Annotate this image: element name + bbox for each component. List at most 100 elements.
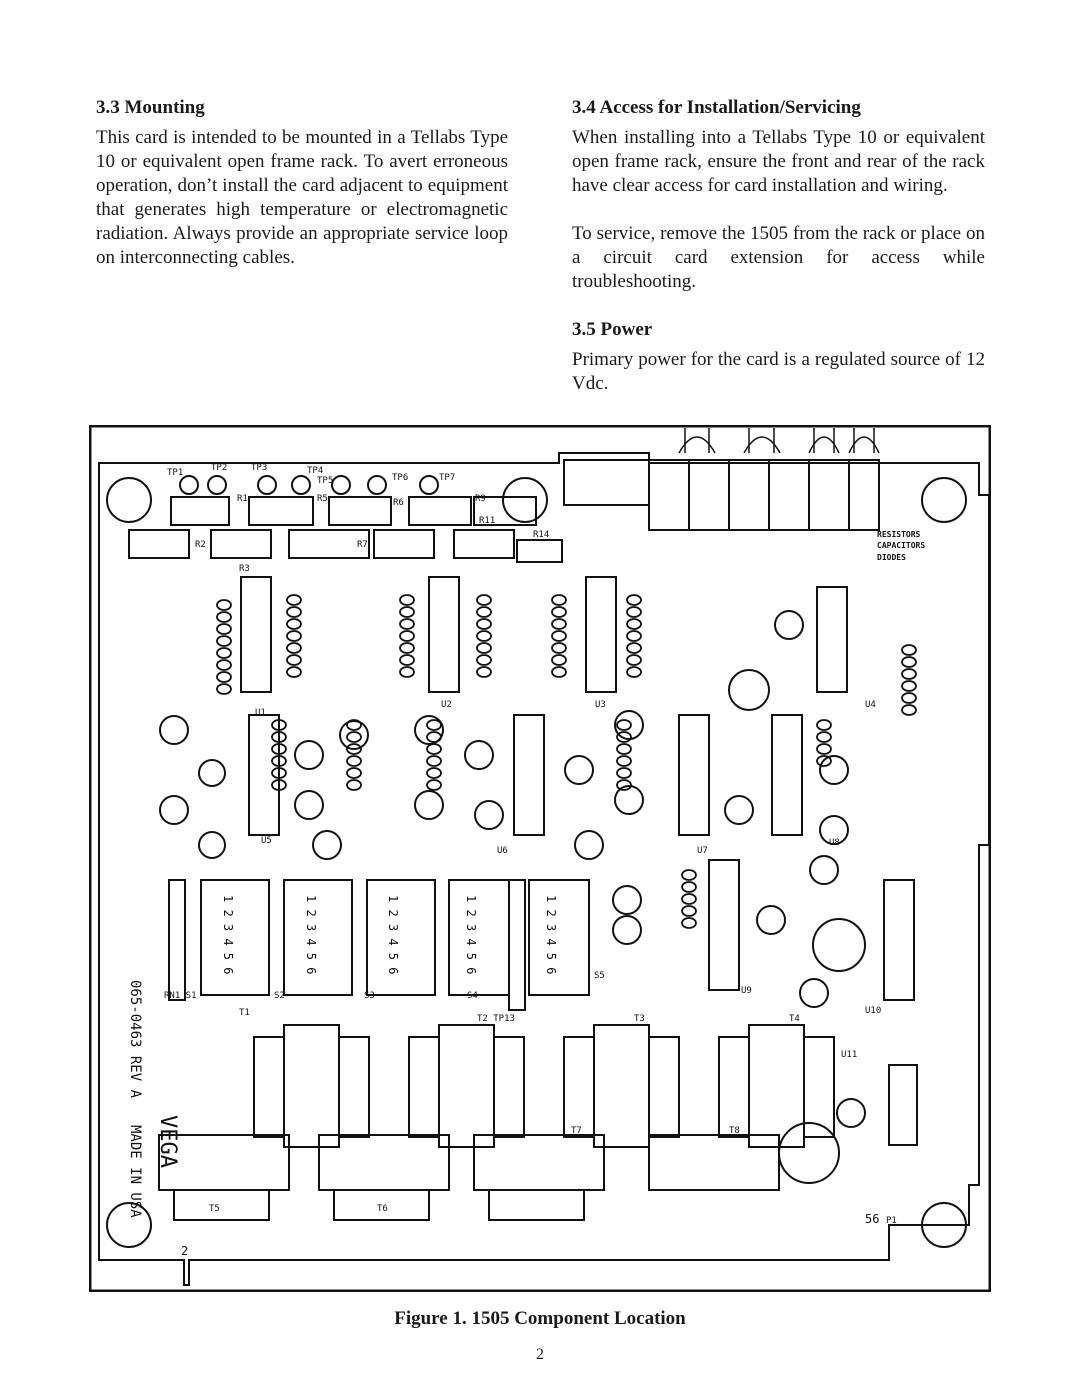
resistor-pad — [426, 767, 442, 779]
svg-text:T3: T3 — [634, 1014, 645, 1024]
resistor-pad — [681, 917, 697, 929]
power-paragraph: Primary power for the card is a regulate… — [572, 349, 985, 394]
section-heading-mounting: 3.3 Mounting — [96, 97, 205, 118]
legend-diodes: DIODES — [877, 553, 906, 562]
section-heading-access: 3.4 Access for Installation/Servicing — [572, 97, 861, 118]
resistor-pad — [426, 719, 442, 731]
svg-text:R3: R3 — [239, 564, 250, 574]
resistor-pad — [816, 731, 832, 743]
svg-text:T4: T4 — [789, 1014, 800, 1024]
resistor-pad — [271, 743, 287, 755]
board-marking-rev: 065-0463 REV A — [127, 980, 143, 1099]
resistor-pad — [901, 692, 917, 704]
resistor-pad — [399, 606, 415, 618]
svg-text:U8: U8 — [829, 838, 840, 848]
svg-text:U4: U4 — [865, 700, 876, 710]
board-marking-origin: MADE IN USA — [127, 1125, 143, 1218]
resistor-pad — [681, 881, 697, 893]
resistor-pad — [616, 767, 632, 779]
resistor-pad — [216, 659, 232, 671]
resistor-pad — [816, 755, 832, 767]
resistor-pad — [216, 647, 232, 659]
resistor-pad — [616, 719, 632, 731]
svg-text:R14: R14 — [533, 530, 549, 540]
svg-text:S4: S4 — [467, 991, 478, 1001]
svg-text:TP5: TP5 — [317, 476, 333, 486]
section-heading-power: 3.5 Power — [572, 319, 653, 340]
resistor-pad — [426, 779, 442, 791]
resistor-pad — [901, 704, 917, 716]
resistor-pad — [626, 606, 642, 618]
svg-text:R9: R9 — [475, 494, 486, 504]
resistor-pad — [476, 630, 492, 642]
svg-text:U10: U10 — [865, 1006, 881, 1016]
resistor-pad — [286, 594, 302, 606]
resistor-pad — [476, 666, 492, 678]
svg-text:R2: R2 — [195, 540, 206, 550]
legend-capacitors: CAPACITORS — [877, 541, 925, 550]
resistor-pad — [216, 683, 232, 695]
switch-position-numbers: 1 2 3 4 5 6 — [386, 895, 400, 974]
legend-resistors: RESISTORS — [877, 530, 921, 539]
resistor-pad — [346, 767, 362, 779]
resistor-pad — [399, 630, 415, 642]
resistor-pad — [399, 666, 415, 678]
resistor-pad — [681, 893, 697, 905]
edge-label-56: 56 — [865, 1212, 879, 1226]
resistor-pad — [616, 743, 632, 755]
svg-text:S5: S5 — [594, 971, 605, 981]
resistor-pad — [426, 755, 442, 767]
resistor-pad — [816, 719, 832, 731]
svg-text:TP6: TP6 — [392, 473, 408, 483]
resistor-pad — [399, 654, 415, 666]
svg-text:U3: U3 — [595, 700, 606, 710]
resistor-pad — [476, 654, 492, 666]
resistor-pad — [616, 755, 632, 767]
resistor-pad — [551, 642, 567, 654]
svg-text:T8: T8 — [729, 1126, 740, 1136]
resistor-pad — [271, 719, 287, 731]
resistor-pad — [271, 779, 287, 791]
svg-text:RN1 S1: RN1 S1 — [164, 991, 197, 1001]
switch-position-numbers: 1 2 3 4 5 6 — [464, 895, 478, 974]
resistor-pad — [616, 731, 632, 743]
resistor-pad — [216, 599, 232, 611]
resistor-pad — [346, 743, 362, 755]
resistor-pad — [551, 618, 567, 630]
resistor-pad — [476, 606, 492, 618]
svg-text:T2 TP13: T2 TP13 — [477, 1014, 515, 1024]
resistor-pad — [286, 642, 302, 654]
resistor-pad — [399, 642, 415, 654]
svg-text:R1: R1 — [237, 494, 248, 504]
resistor-pad — [426, 743, 442, 755]
resistor-pad — [626, 642, 642, 654]
svg-text:TP1: TP1 — [167, 468, 183, 478]
svg-text:U2: U2 — [441, 700, 452, 710]
resistor-pad — [626, 594, 642, 606]
svg-text:TP7: TP7 — [439, 473, 455, 483]
page-number: 2 — [536, 1346, 544, 1363]
resistor-pad — [626, 654, 642, 666]
svg-text:U5: U5 — [261, 836, 272, 846]
resistor-pad — [399, 618, 415, 630]
board-marking-vega: VEGA — [155, 1115, 180, 1168]
resistor-pad — [626, 630, 642, 642]
resistor-pad — [286, 630, 302, 642]
svg-text:U11: U11 — [841, 1050, 857, 1060]
resistor-pad — [271, 731, 287, 743]
svg-text:U9: U9 — [741, 986, 752, 996]
resistor-pad — [271, 767, 287, 779]
resistor-pad — [346, 731, 362, 743]
edge-label-p1: P1 — [886, 1216, 897, 1226]
svg-text:S3: S3 — [364, 991, 375, 1001]
resistor-pad — [901, 656, 917, 668]
resistor-pad — [476, 618, 492, 630]
svg-text:TP4: TP4 — [307, 466, 323, 476]
svg-text:U6: U6 — [497, 846, 508, 856]
resistor-pad — [346, 779, 362, 791]
svg-text:R6: R6 — [393, 498, 404, 508]
resistor-pad — [681, 869, 697, 881]
resistor-pad — [286, 618, 302, 630]
